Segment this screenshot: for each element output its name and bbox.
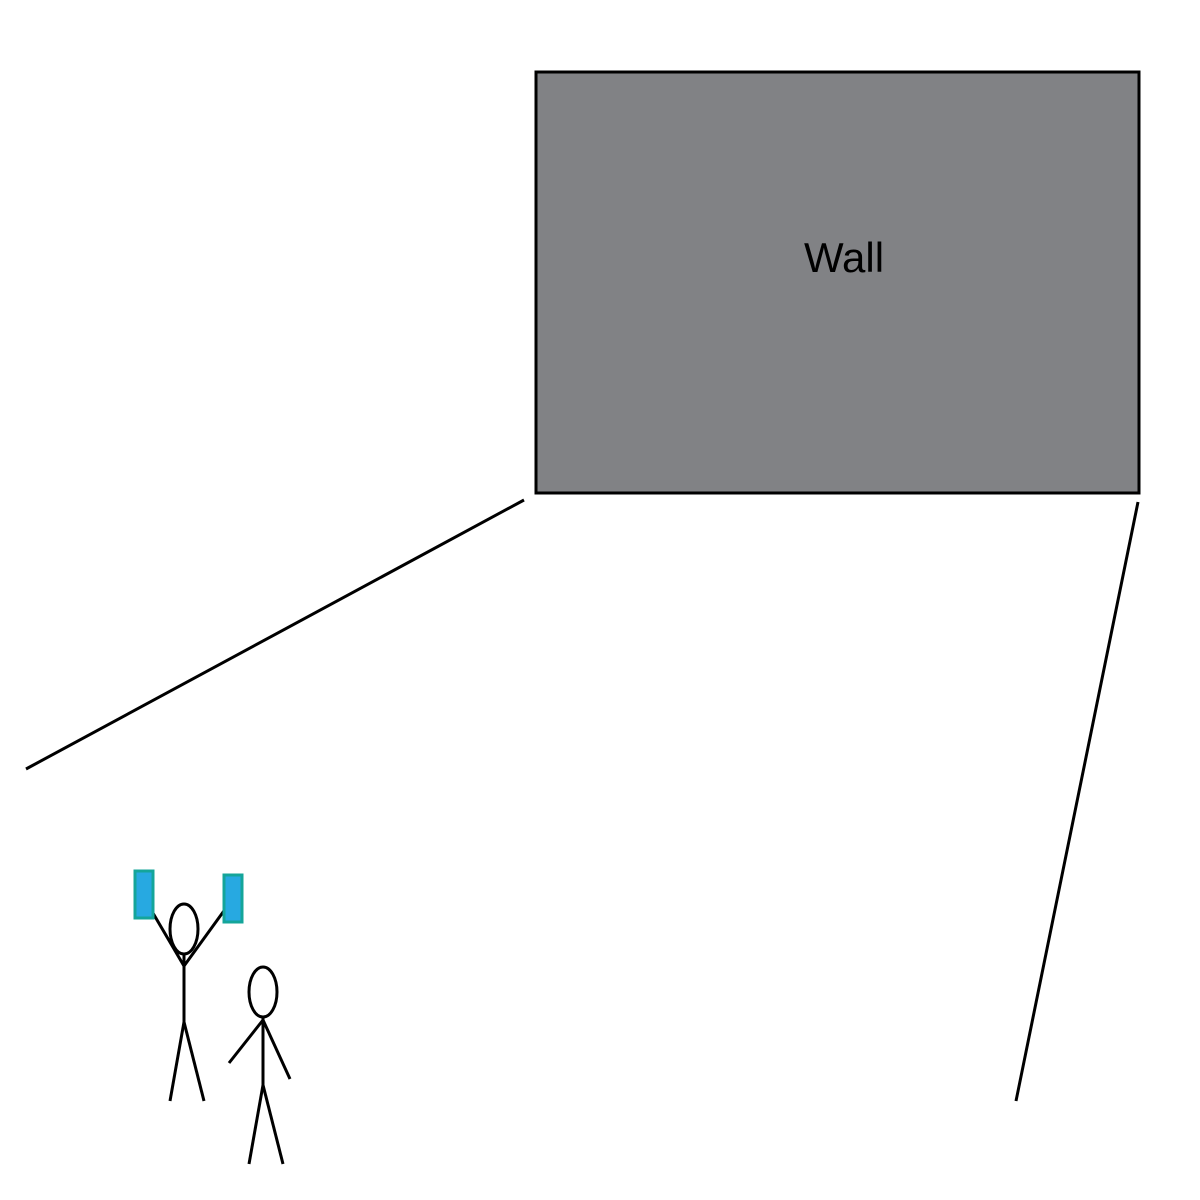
figure-1-right-arm bbox=[182, 907, 228, 967]
stick-figure-arms-raised bbox=[148, 902, 228, 1102]
figure-2-head bbox=[247, 965, 279, 1019]
figure-2-left-leg bbox=[247, 1084, 265, 1165]
right-perspective-line bbox=[1014, 501, 1140, 1102]
figure-2-left-arm bbox=[227, 1019, 265, 1064]
wall-label: Wall bbox=[804, 234, 884, 281]
figure-2-right-leg bbox=[261, 1084, 285, 1165]
figure-1-left-leg bbox=[168, 1021, 186, 1102]
held-object-left bbox=[133, 869, 155, 920]
figure-1-left-arm bbox=[148, 907, 186, 967]
held-object-right bbox=[222, 873, 244, 924]
left-perspective-line bbox=[25, 498, 525, 771]
figure-1-right-leg bbox=[182, 1021, 206, 1102]
figure-2-right-arm bbox=[261, 1019, 292, 1080]
wall-rectangle bbox=[534, 70, 1141, 495]
stick-figure-standing bbox=[227, 965, 292, 1165]
